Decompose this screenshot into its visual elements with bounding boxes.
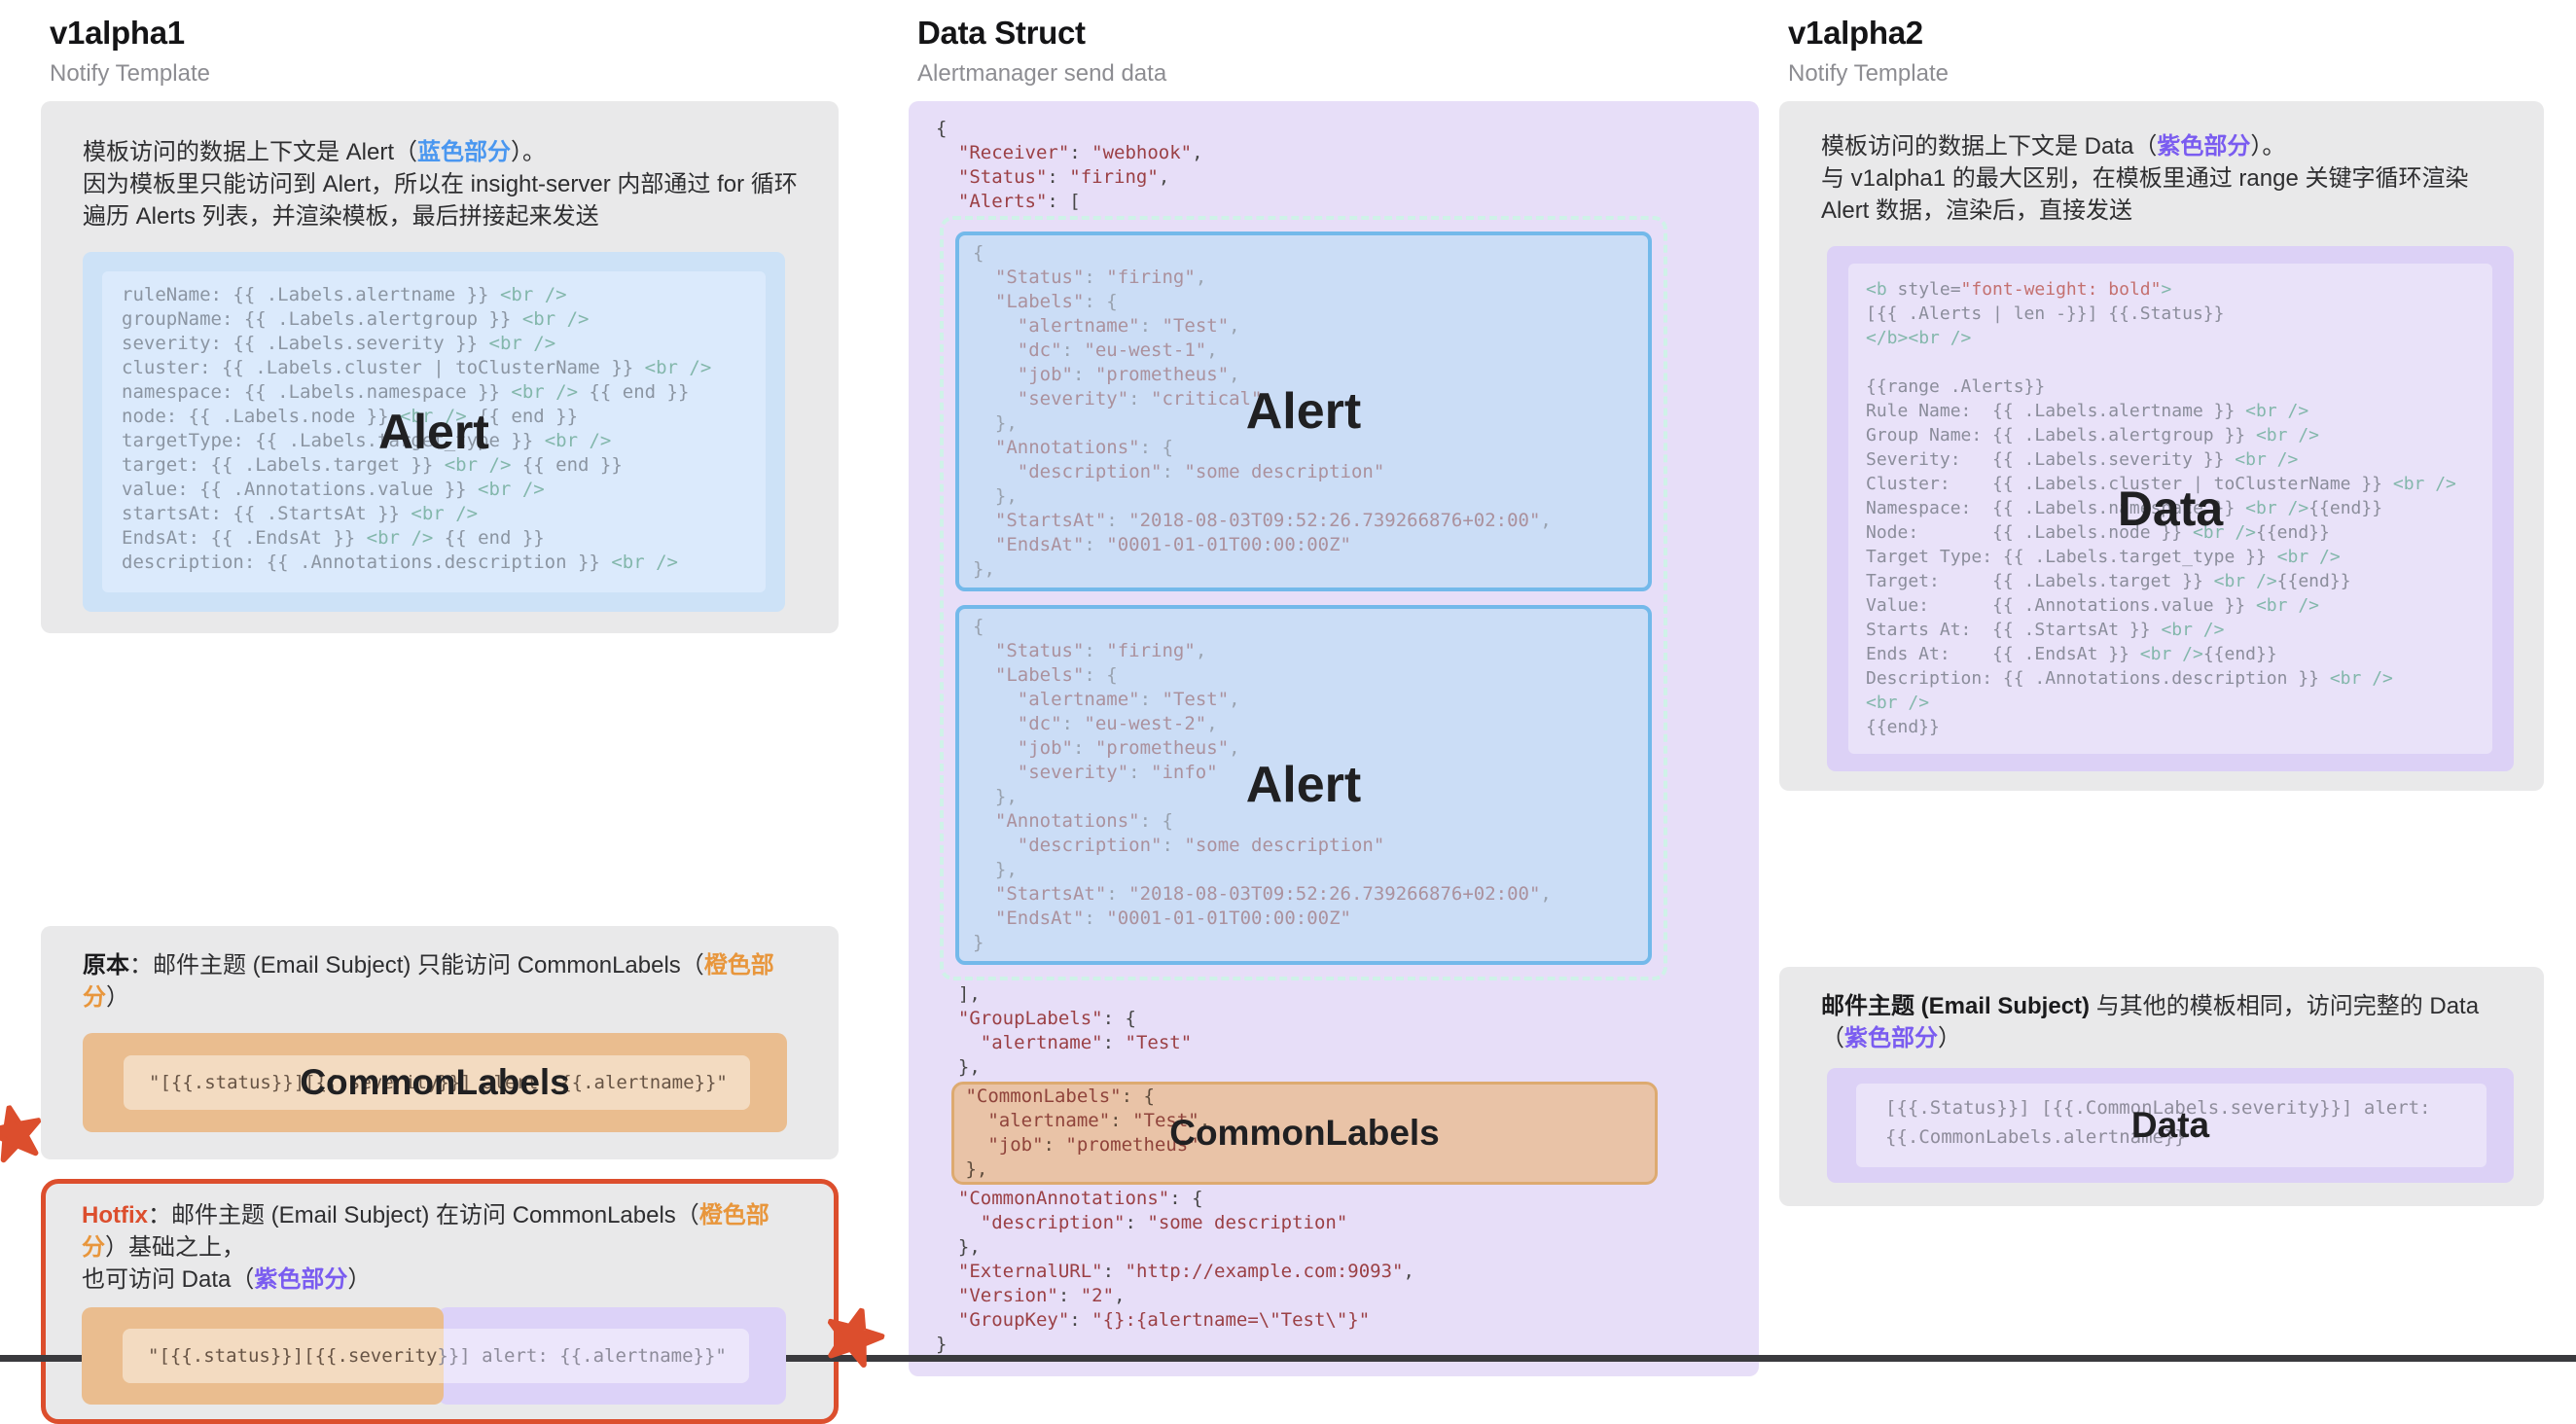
alert-1-json: { "Status": "firing", "Labels": { "alert… — [973, 242, 1552, 580]
v1alpha1-template-panel: 模板访问的数据上下文是 Alert（蓝色部分）。因为模板里只能访问到 Alert… — [41, 101, 839, 633]
alert-2-json: { "Status": "firing", "Labels": { "alert… — [973, 616, 1552, 953]
v1alpha1-intro-text: 模板访问的数据上下文是 Alert（蓝色部分）。因为模板里只能访问到 Alert… — [83, 139, 798, 230]
v1alpha1-subtitle: Notify Template — [50, 60, 210, 87]
json-mid: ], "GroupLabels": { "alertname": "Test" … — [957, 983, 1193, 1078]
v1alpha2-subject-text: 邮件主题 (Email Subject) 与其他的模板相同，访问完整的 Data… — [1821, 993, 2480, 1051]
v1alpha2-subject-codeblock: [{{.Status}}] [{{.CommonLabels.severity}… — [1827, 1068, 2514, 1183]
v1alpha2-column: v1alpha2 Notify Template 模板访问的数据上下文是 Dat… — [1779, 8, 2544, 1206]
orange-part-label: 橙色部分 — [82, 1202, 769, 1261]
email-subject-label: 邮件主题 (Email Subject) — [1821, 993, 2091, 1019]
v1alpha2-subject-panel: 邮件主题 (Email Subject) 与其他的模板相同，访问完整的 Data… — [1779, 967, 2544, 1206]
hotfix-panel: Hotfix：邮件主题 (Email Subject) 在访问 CommonLa… — [41, 1179, 839, 1424]
alert-template-code-inner: ruleName: {{ .Labels.alertname }} <br />… — [102, 271, 766, 592]
v1alpha2-intro-text: 模板访问的数据上下文是 Data（紫色部分）。与 v1alpha1 的最大区别，… — [1821, 133, 2469, 224]
blue-part-label: 蓝色部分 — [417, 139, 512, 165]
original-subject-code: "[{{.status}}][{{.severity}}] alert: {{.… — [149, 1071, 728, 1093]
data-template-code: <b style="font-weight: bold"> [{{ .Alert… — [1866, 279, 2456, 737]
commonlabels-json: "CommonLabels": { "alertname": "Test", "… — [965, 1086, 1211, 1180]
v1alpha2-title: v1alpha2 — [1788, 15, 1923, 51]
original-label: 原本 — [83, 952, 129, 979]
hotfix-subject-code-strip: "[{{.status}}][{{.severity}}] alert: {{.… — [123, 1329, 749, 1383]
purple-part-label: 紫色部分 — [2157, 133, 2251, 160]
alert-2-box: { "Status": "firing", "Labels": { "alert… — [955, 605, 1652, 965]
v1alpha2-subtitle: Notify Template — [1788, 60, 1949, 87]
data-struct-column: Data Struct Alertmanager send data { "Re… — [909, 8, 1759, 1376]
data-struct-subtitle: Alertmanager send data — [917, 60, 1167, 87]
bottom-edge-bar — [0, 1355, 2576, 1362]
hotfix-subject-code: "[{{.status}}][{{.severity}}] alert: {{.… — [148, 1344, 727, 1367]
data-struct-title: Data Struct — [917, 15, 1086, 51]
json-tail: "CommonAnnotations": { "description": "s… — [936, 1188, 1414, 1355]
json-head: { "Receiver": "webhook", "Status": "firi… — [936, 118, 1203, 212]
star-icon — [0, 1105, 42, 1163]
purple-part-label: 紫色部分 — [1844, 1025, 1938, 1051]
hotfix-subject-codeblock: "[{{.status}}][{{.severity}}] alert: {{.… — [82, 1307, 786, 1405]
data-template-code-inner: <b style="font-weight: bold"> [{{ .Alert… — [1848, 264, 2492, 754]
v1alpha1-title: v1alpha1 — [50, 15, 185, 51]
hotfix-label: Hotfix — [82, 1202, 148, 1228]
original-subject-codeblock: "[{{.status}}][{{.severity}}] alert: {{.… — [83, 1033, 787, 1132]
original-subject-text: 原本：邮件主题 (Email Subject) 只能访问 CommonLabel… — [83, 952, 774, 1011]
orange-part-label: 橙色部分 — [83, 952, 774, 1011]
v1alpha1-column: v1alpha1 Notify Template 模板访问的数据上下文是 Ale… — [41, 8, 839, 1424]
v1alpha2-template-panel: 模板访问的数据上下文是 Data（紫色部分）。与 v1alpha1 的最大区别，… — [1779, 101, 2544, 791]
commonlabels-highlight-box: "CommonLabels": { "alertname": "Test", "… — [951, 1082, 1658, 1185]
alert-template-codeblock: ruleName: {{ .Labels.alertname }} <br />… — [83, 252, 785, 612]
alert-template-code: ruleName: {{ .Labels.alertname }} <br />… — [122, 284, 712, 573]
v1alpha2-subject-code: [{{.Status}}] [{{.CommonLabels.severity}… — [1885, 1097, 2442, 1148]
original-subject-code-strip: "[{{.status}}][{{.severity}}] alert: {{.… — [124, 1055, 750, 1110]
data-template-codeblock: <b style="font-weight: bold"> [{{ .Alert… — [1827, 246, 2514, 771]
alerts-array-outline: { "Status": "firing", "Labels": { "alert… — [940, 216, 1667, 980]
alert-1-box: { "Status": "firing", "Labels": { "alert… — [955, 231, 1652, 591]
hotfix-text: Hotfix：邮件主题 (Email Subject) 在访问 CommonLa… — [82, 1202, 769, 1293]
original-subject-panel: 原本：邮件主题 (Email Subject) 只能访问 CommonLabel… — [41, 926, 839, 1159]
alertmanager-json-panel: { "Receiver": "webhook", "Status": "firi… — [909, 101, 1759, 1376]
star-icon — [827, 1307, 885, 1369]
purple-part-label: 紫色部分 — [254, 1266, 348, 1293]
v1alpha2-subject-code-strip: [{{.Status}}] [{{.CommonLabels.severity}… — [1856, 1084, 2487, 1167]
